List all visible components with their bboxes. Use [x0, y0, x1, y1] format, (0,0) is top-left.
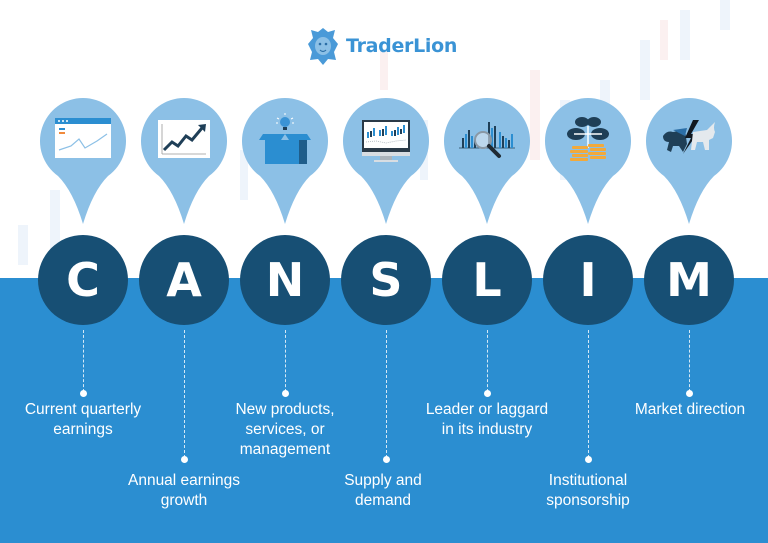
label-annual-earnings-growth: Annual earnings growth: [127, 472, 241, 509]
label-market-direction: Market direction: [634, 401, 746, 418]
letter-circle-n: N: [240, 235, 330, 325]
label-current-quarterly-earnings: Current quarterly earnings: [24, 401, 142, 438]
connector-dot-i: [585, 456, 592, 463]
lion-head-icon: [308, 28, 338, 65]
connector-dot-a: [181, 456, 188, 463]
label-leader-or-laggard: Leader or laggard in its industry: [425, 401, 549, 438]
connector-dot-s: [383, 456, 390, 463]
pin-leader-laggard: [442, 96, 532, 226]
plant-coins-icon: [567, 117, 609, 161]
letter-circle-l: L: [442, 235, 532, 325]
pin-current-quarterly: [38, 96, 128, 226]
pin-supply-demand: [341, 96, 431, 226]
letter-circle-c: C: [38, 235, 128, 325]
monitor-candlestick-icon: [362, 120, 410, 162]
connector-n: [285, 330, 286, 392]
bear-bull-icon: [663, 120, 715, 154]
letter-circle-m: M: [644, 235, 734, 325]
letter-circle-i: I: [543, 235, 633, 325]
dashboard-chart-icon: [55, 118, 111, 158]
letter-circle-a: A: [139, 235, 229, 325]
brand-name: TraderLion: [346, 35, 458, 57]
connector-s: [386, 330, 387, 458]
letter-circle-s: S: [341, 235, 431, 325]
label-institutional-sponsorship: Institutional sponsorship: [546, 472, 630, 509]
box-lightbulb-icon: [259, 113, 311, 164]
connector-a: [184, 330, 185, 458]
connector-dot-m: [686, 390, 693, 397]
magnifier-bars-icon: [459, 122, 515, 158]
pin-institutional: [543, 96, 633, 226]
connector-dot-c: [80, 390, 87, 397]
brand-logo: TraderLion: [306, 26, 457, 66]
pin-market-direction: [644, 96, 734, 226]
connector-l: [487, 330, 488, 392]
connector-dot-n: [282, 390, 289, 397]
connector-dot-l: [484, 390, 491, 397]
label-new-products: New products, services, or management: [235, 401, 335, 458]
pin-new-products: [240, 96, 330, 226]
connector-m: [689, 330, 690, 392]
connector-i: [588, 330, 589, 458]
pin-annual-earnings: [139, 96, 229, 226]
trend-up-chart-icon: [158, 120, 210, 158]
connector-c: [83, 330, 84, 392]
label-supply-and-demand: Supply and demand: [344, 472, 422, 509]
